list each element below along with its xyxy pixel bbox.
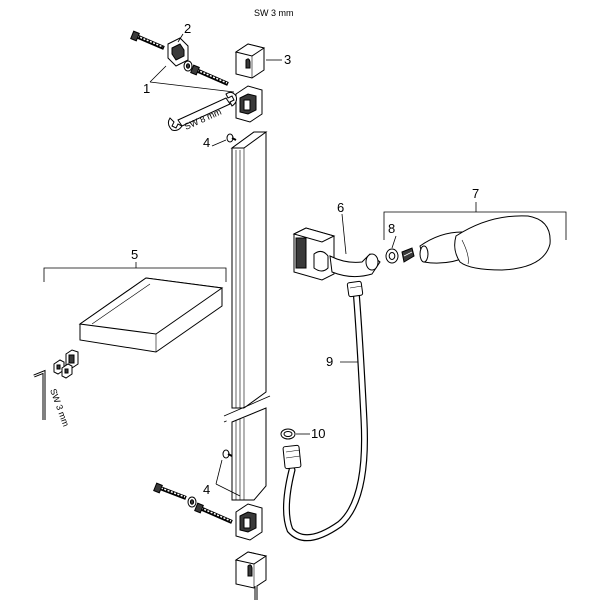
- callout-9: 9: [326, 354, 333, 369]
- shower-hose-part-9: [282, 280, 368, 542]
- callout-10: 10: [311, 426, 325, 441]
- bottom-screw-set: [153, 482, 233, 524]
- hand-shower-part-7: [383, 202, 567, 271]
- callout-line-4-top: [211, 139, 227, 147]
- callout-line-4-bottom: [215, 459, 241, 497]
- allen-key-top-label: SW 3 mm: [254, 8, 294, 18]
- allen-key-top: [247, 6, 256, 27]
- bottom-cap: [234, 551, 268, 600]
- top-wall-bracket: [235, 85, 263, 123]
- callout-7: 7: [472, 186, 479, 201]
- allen-key-shelf: [33, 369, 46, 420]
- shelf-mounting-parts: [53, 349, 79, 379]
- callout-line-1: [149, 65, 235, 93]
- callout-2: 2: [184, 21, 191, 36]
- callout-5: 5: [131, 247, 138, 262]
- slide-rail: [223, 131, 272, 501]
- washer-part-8: [385, 247, 415, 264]
- spanner-tool: [167, 91, 237, 131]
- callout-3: 3: [284, 52, 291, 67]
- callout-8: 8: [388, 221, 395, 236]
- callout-line-8: [391, 235, 397, 249]
- bottom-wall-bracket: [235, 503, 263, 541]
- callout-4-top: 4: [203, 135, 210, 150]
- screw-part-4-bottom: [222, 449, 233, 459]
- top-cap-part-3: [234, 43, 266, 79]
- seal-part-10: [280, 428, 296, 440]
- callout-1: 1: [143, 81, 150, 96]
- callout-line-2: [177, 33, 184, 43]
- callout-6: 6: [337, 200, 344, 215]
- slider-holder-part-6: [292, 227, 381, 281]
- screw-part-4-top: [226, 133, 237, 143]
- wall-plate-part-2: [167, 37, 189, 67]
- screw-set-part-1: [130, 30, 229, 86]
- callout-line-6: [341, 213, 347, 255]
- allen-key-shelf-label: SW 3 mm: [48, 387, 71, 428]
- callout-4-bottom: 4: [203, 482, 210, 497]
- bracket-line-7: [383, 211, 567, 240]
- bracket-line-5: [43, 267, 227, 282]
- shelf-part-5: [43, 262, 227, 353]
